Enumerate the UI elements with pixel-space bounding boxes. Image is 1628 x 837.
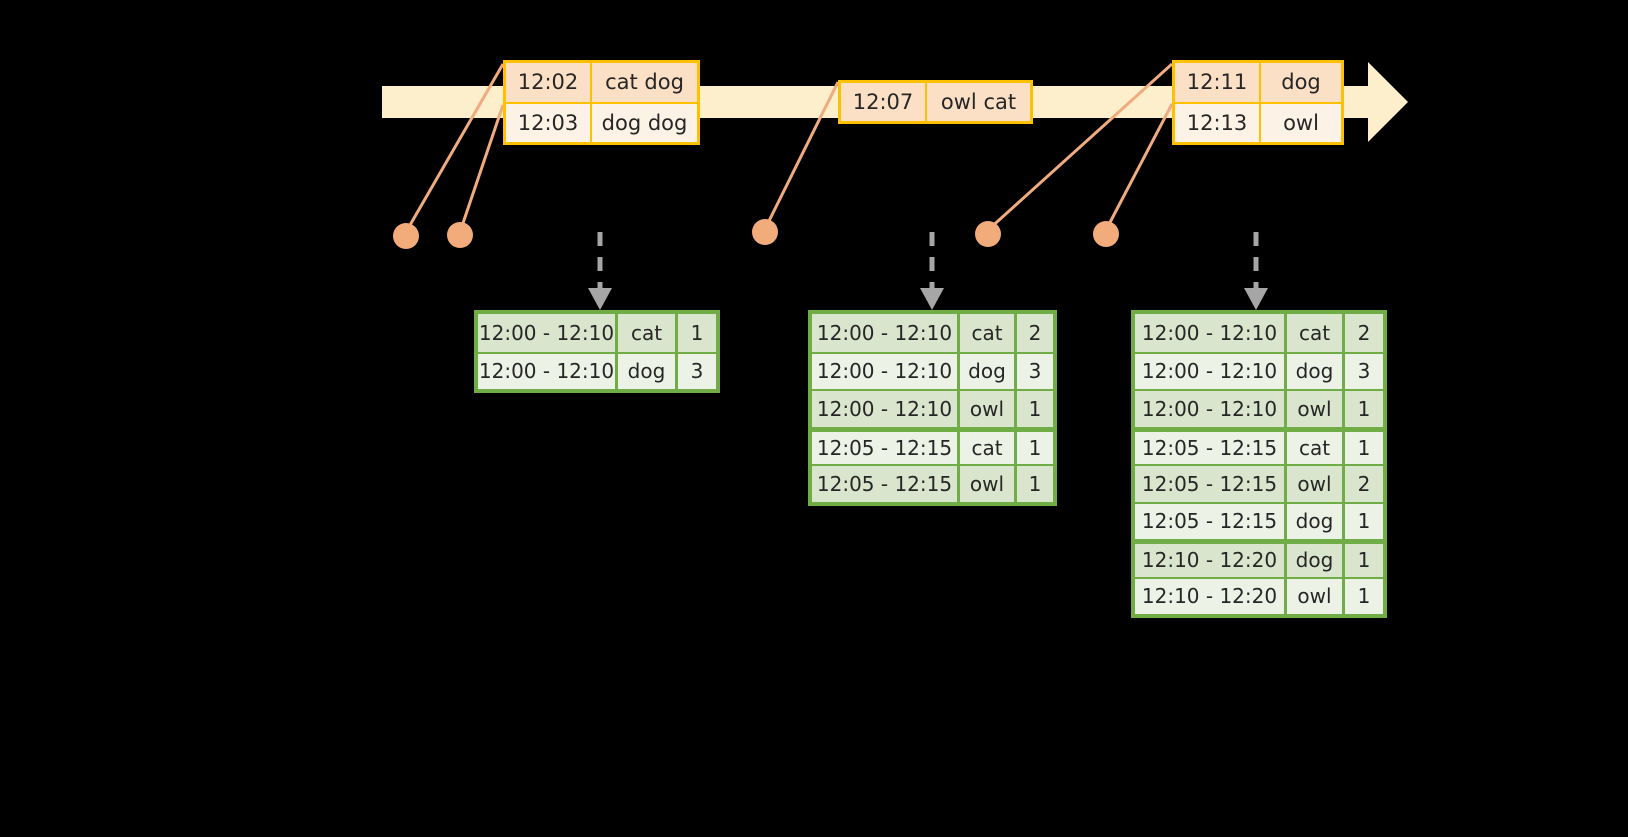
window-cell: 12:00 - 12:10 [1135,353,1287,389]
event-row: 12:02 cat dog [506,63,697,102]
count-cell: 2 [1017,314,1053,352]
event-time: 12:07 [841,83,927,121]
word-cell: dog [1287,544,1345,577]
event-words: dog dog [592,103,697,142]
event-time: 12:03 [506,103,592,142]
event-words: owl [1261,103,1341,142]
table-row: 12:00 - 12:10 dog 3 [1135,351,1383,389]
count-cell: 1 [1345,431,1383,464]
table-row: 12:05 - 12:15 owl 2 [1135,464,1383,502]
trigger-dashed-arrows [597,232,1259,290]
table-row: 12:00 - 12:10 owl 1 [1135,389,1383,427]
count-cell: 1 [1017,466,1053,502]
count-cell: 1 [1345,503,1383,539]
event-time: 12:11 [1175,63,1261,102]
table-row: 12:05 - 12:15 owl 1 [812,464,1053,502]
window-cell: 12:00 - 12:10 [812,353,960,389]
event-dot-5 [1093,221,1119,247]
window-cell: 12:05 - 12:15 [812,466,960,502]
event-box-1: 12:02 cat dog 12:03 dog dog [503,60,700,145]
table-row: 12:05 - 12:15 dog 1 [1135,501,1383,539]
count-cell: 1 [1345,544,1383,577]
word-cell: cat [1287,431,1345,464]
window-cell: 12:00 - 12:10 [812,391,960,427]
table-row: 12:00 - 12:10 dog 3 [812,351,1053,389]
word-cell: dog [618,353,678,389]
window-cell: 12:00 - 12:10 [1135,314,1287,352]
table-row: 12:05 - 12:15 cat 1 [1135,426,1383,464]
event-row: 12:13 owl [1175,101,1341,142]
event-words: cat dog [592,63,697,102]
word-cell: owl [960,391,1017,427]
window-cell: 12:10 - 12:20 [1135,578,1287,614]
table-row: 12:00 - 12:10 dog 3 [478,351,716,389]
event-dot-2 [447,222,473,248]
word-cell: cat [960,314,1017,352]
count-cell: 1 [1345,391,1383,427]
count-cell: 1 [1345,578,1383,614]
count-cell: 1 [678,314,716,352]
window-cell: 12:10 - 12:20 [1135,544,1287,577]
word-cell: cat [1287,314,1345,352]
table-row: 12:10 - 12:20 dog 1 [1135,539,1383,577]
count-cell: 3 [1017,353,1053,389]
event-marker-dots [393,219,1119,249]
word-cell: cat [618,314,678,352]
result-table-1: 12:00 - 12:10 cat 1 12:00 - 12:10 dog 3 [474,310,720,393]
word-cell: dog [1287,503,1345,539]
window-cell: 12:00 - 12:10 [812,314,960,352]
word-cell: cat [960,431,1017,464]
event-words: dog [1261,63,1341,102]
count-cell: 2 [1345,466,1383,502]
count-cell: 3 [1345,353,1383,389]
table-row: 12:00 - 12:10 cat 1 [478,314,716,352]
event-dot-4 [975,221,1001,247]
count-cell: 2 [1345,314,1383,352]
table-row: 12:00 - 12:10 cat 2 [812,314,1053,352]
word-cell: owl [1287,578,1345,614]
window-cell: 12:00 - 12:10 [478,314,618,352]
event-time: 12:02 [506,63,592,102]
event-dot-1 [393,223,419,249]
event-box-2: 12:07 owl cat [838,80,1033,124]
word-cell: owl [1287,391,1345,427]
count-cell: 1 [1017,391,1053,427]
window-cell: 12:00 - 12:10 [1135,391,1287,427]
result-table-3: 12:00 - 12:10 cat 2 12:00 - 12:10 dog 3 … [1131,310,1387,618]
count-cell: 1 [1017,431,1053,464]
table-row: 12:10 - 12:20 owl 1 [1135,576,1383,614]
table-row: 12:00 - 12:10 owl 1 [812,389,1053,427]
window-cell: 12:05 - 12:15 [1135,503,1287,539]
table-row: 12:05 - 12:15 cat 1 [812,426,1053,464]
count-cell: 3 [678,353,716,389]
word-cell: dog [1287,353,1345,389]
event-box-3: 12:11 dog 12:13 owl [1172,60,1344,145]
trigger-arrow-heads [588,288,1268,310]
window-cell: 12:05 - 12:15 [812,431,960,464]
window-cell: 12:05 - 12:15 [1135,466,1287,502]
result-table-2: 12:00 - 12:10 cat 2 12:00 - 12:10 dog 3 … [808,310,1057,506]
word-cell: owl [960,466,1017,502]
window-cell: 12:05 - 12:15 [1135,431,1287,464]
event-time: 12:13 [1175,103,1261,142]
word-cell: dog [960,353,1017,389]
event-words: owl cat [927,83,1030,121]
table-row: 12:00 - 12:10 cat 2 [1135,314,1383,352]
event-row: 12:11 dog [1175,63,1341,102]
word-cell: owl [1287,466,1345,502]
event-row: 12:03 dog dog [506,101,697,142]
window-cell: 12:00 - 12:10 [478,353,618,389]
event-dot-3 [752,219,778,245]
event-row: 12:07 owl cat [841,83,1030,121]
